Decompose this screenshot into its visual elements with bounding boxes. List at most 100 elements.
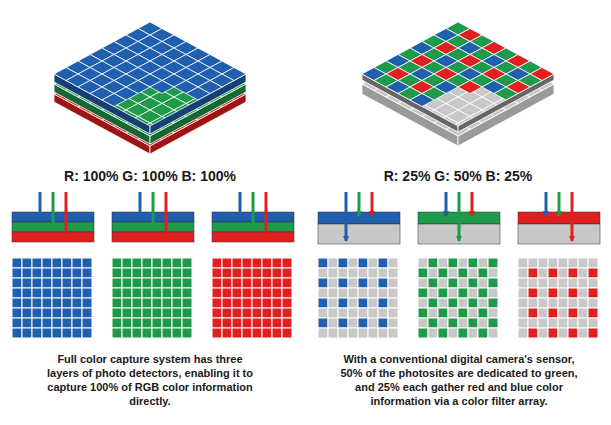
- grid-cell: [528, 328, 538, 338]
- grid-cell: [548, 328, 558, 338]
- grid-cell: [12, 328, 22, 338]
- grid-cell: [588, 328, 598, 338]
- red-layer: [12, 232, 94, 242]
- grid-cell: [368, 328, 378, 338]
- light-arrow: [571, 192, 574, 241]
- grid-cell: [548, 288, 558, 298]
- grid-cell: [252, 308, 262, 318]
- grid-cell: [478, 308, 488, 318]
- grid-cell: [252, 288, 262, 298]
- grid-cell: [338, 258, 348, 268]
- grid-cell: [488, 258, 498, 268]
- grid-cell: [72, 298, 82, 308]
- grid-cell: [232, 308, 242, 318]
- grid-cell: [212, 308, 222, 318]
- grid-cell: [72, 278, 82, 288]
- grid-cell: [488, 298, 498, 308]
- photosite: [518, 224, 600, 244]
- grid-cell: [478, 298, 488, 308]
- grid-cell: [232, 328, 242, 338]
- grid-cell: [182, 268, 192, 278]
- grid-cell: [438, 318, 448, 328]
- light-arrow: [65, 192, 68, 239]
- grid-cell: [262, 268, 272, 278]
- grid-cell: [518, 298, 528, 308]
- grid-cell: [32, 328, 42, 338]
- grid-cell: [318, 288, 328, 298]
- grid-cell: [378, 288, 388, 298]
- grid-cell: [538, 268, 548, 278]
- coverage-label: R: 100% G: 100% B: 100%: [0, 168, 300, 184]
- grid-cell: [162, 328, 172, 338]
- grid-cell: [62, 258, 72, 268]
- grid-cell: [262, 328, 272, 338]
- grid-cell: [428, 258, 438, 268]
- light-arrow: [139, 192, 142, 218]
- grid-cell: [568, 268, 578, 278]
- grid-cell: [52, 278, 62, 288]
- grid-cell: [152, 278, 162, 288]
- sensor-tile: [494, 87, 518, 100]
- grid-cell: [262, 308, 272, 318]
- grid-cell: [568, 278, 578, 288]
- grid-cell: [152, 268, 162, 278]
- layer-side: [150, 74, 246, 134]
- grid-cell: [172, 298, 182, 308]
- grid-cell: [468, 288, 478, 298]
- grid-cell: [22, 288, 32, 298]
- grid-cell: [578, 298, 588, 308]
- grid-cell: [252, 328, 262, 338]
- grid-cell: [518, 278, 528, 288]
- grid-cell: [152, 328, 162, 338]
- grid-cell: [122, 308, 132, 318]
- grid-cell: [538, 328, 548, 338]
- grid-cell: [212, 328, 222, 338]
- grid-cell: [52, 308, 62, 318]
- grid-cell: [112, 288, 122, 298]
- grid-cell: [588, 298, 598, 308]
- grid-cell: [72, 268, 82, 278]
- grid-cell: [478, 258, 488, 268]
- grid-cell: [42, 308, 52, 318]
- grid-cell: [262, 298, 272, 308]
- grid-cell: [222, 318, 232, 328]
- grid-cell: [568, 308, 578, 318]
- grid-cell: [388, 328, 398, 338]
- grid-cell: [222, 328, 232, 338]
- grid-cell: [52, 268, 62, 278]
- grid-cell: [162, 278, 172, 288]
- grid-cell: [152, 318, 162, 328]
- layer-side: [54, 74, 150, 134]
- grid-cell: [232, 258, 242, 268]
- grid-cell: [142, 268, 152, 278]
- grid-cell: [488, 288, 498, 298]
- grid-cell: [132, 318, 142, 328]
- grid-cell: [282, 268, 292, 278]
- grid-cell: [568, 288, 578, 298]
- grid-cell: [548, 308, 558, 318]
- grid-cell: [468, 308, 478, 318]
- grid-cell: [182, 298, 192, 308]
- grid-cell: [242, 288, 252, 298]
- grid-cell: [458, 258, 468, 268]
- grid-cell: [318, 318, 328, 328]
- grid-cell: [62, 288, 72, 298]
- light-arrow: [545, 192, 548, 216]
- grid-cell: [488, 268, 498, 278]
- grid-cell: [22, 268, 32, 278]
- grid-cell: [232, 278, 242, 288]
- grid-cell: [518, 308, 528, 318]
- grid-cell: [568, 298, 578, 308]
- grid-cell: [132, 298, 142, 308]
- grid-cell: [242, 258, 252, 268]
- grid-cell: [378, 258, 388, 268]
- grid-cell: [578, 258, 588, 268]
- grid-cell: [152, 308, 162, 318]
- grid-cell: [578, 288, 588, 298]
- grid-cell: [152, 258, 162, 268]
- coverage-label: R: 25% G: 50% B: 25%: [308, 168, 608, 184]
- grid-cell: [182, 308, 192, 318]
- grid-cell: [558, 278, 568, 288]
- grid-cell: [142, 288, 152, 298]
- grid-cell: [262, 288, 272, 298]
